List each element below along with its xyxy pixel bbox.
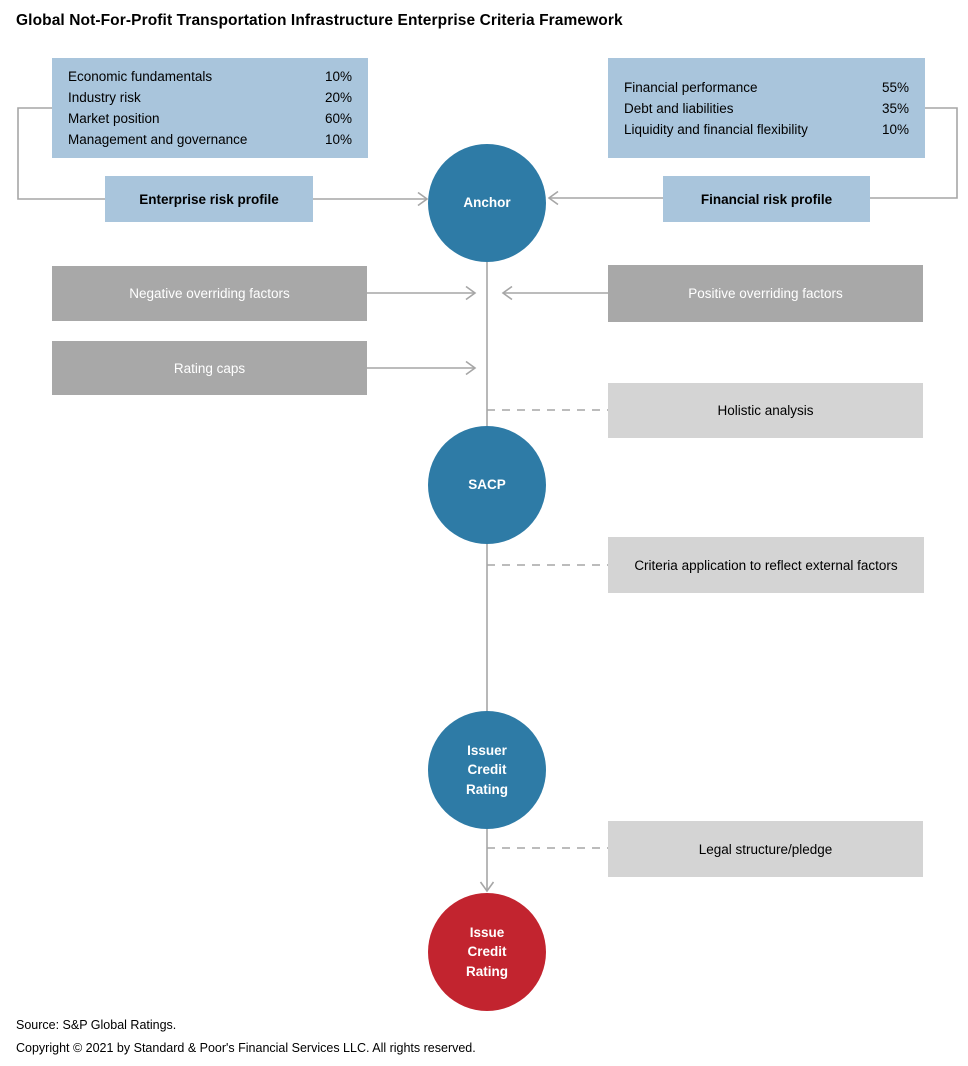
positive-overriding-factors-box: Positive overriding factors [608, 265, 923, 322]
factor-weight: 10% [881, 121, 909, 137]
holistic-analysis-box: Holistic analysis [608, 383, 923, 438]
enterprise-factors-table: Economic fundamentals 10% Industry risk … [52, 58, 368, 158]
factor-weight: 35% [881, 100, 909, 116]
anchor-node: Anchor [428, 144, 546, 262]
copyright-note: Copyright © 2021 by Standard & Poor's Fi… [16, 1041, 476, 1055]
factor-label: Financial performance [624, 79, 758, 95]
page-title: Global Not-For-Profit Transportation Inf… [16, 12, 623, 29]
sacp-node: SACP [428, 426, 546, 544]
negative-overriding-factors-box: Negative overriding factors [52, 266, 367, 321]
arrowhead-left-icon [501, 285, 513, 301]
factor-label: Debt and liabilities [624, 100, 734, 116]
arrowhead-left-icon [547, 190, 559, 206]
factor-row: Financial performance 55% [624, 77, 909, 98]
factor-row: Economic fundamentals 10% [68, 66, 352, 87]
arrowhead-right-icon [465, 360, 477, 376]
factor-label: Industry risk [68, 90, 141, 105]
financial-factors-table: Financial performance 55% Debt and liabi… [608, 58, 925, 158]
factor-weight: 60% [324, 111, 352, 126]
connector-enterprise-factors [17, 107, 105, 200]
factor-weight: 10% [324, 132, 352, 147]
factor-label: Economic fundamentals [68, 69, 213, 84]
factor-weight: 20% [324, 90, 352, 105]
factor-row: Industry risk 20% [68, 87, 352, 108]
financial-risk-profile-box: Financial risk profile [663, 176, 870, 222]
factor-weight: 10% [324, 69, 352, 84]
connector-financial-factors [870, 107, 958, 199]
factor-row: Liquidity and financial flexibility 10% [624, 119, 909, 140]
source-note: Source: S&P Global Ratings. [16, 1018, 177, 1032]
factor-label: Liquidity and financial flexibility [624, 121, 808, 137]
enterprise-risk-profile-box: Enterprise risk profile [105, 176, 313, 222]
issue-credit-rating-node: Issue Credit Rating [428, 893, 546, 1011]
arrowhead-right-icon [465, 285, 477, 301]
factor-row: Market position 60% [68, 108, 352, 129]
criteria-application-box: Criteria application to reflect external… [608, 537, 924, 593]
legal-structure-pledge-box: Legal structure/pledge [608, 821, 923, 877]
factor-row: Management and governance 10% [68, 129, 352, 150]
rating-caps-box: Rating caps [52, 341, 367, 395]
factor-row: Debt and liabilities 35% [624, 98, 909, 119]
arrowhead-right-icon [417, 191, 429, 207]
factor-label: Management and governance [68, 132, 248, 147]
factor-weight: 55% [881, 79, 909, 95]
issuer-credit-rating-node: Issuer Credit Rating [428, 711, 546, 829]
factor-label: Market position [68, 111, 160, 126]
arrowhead-down-icon [479, 881, 495, 893]
